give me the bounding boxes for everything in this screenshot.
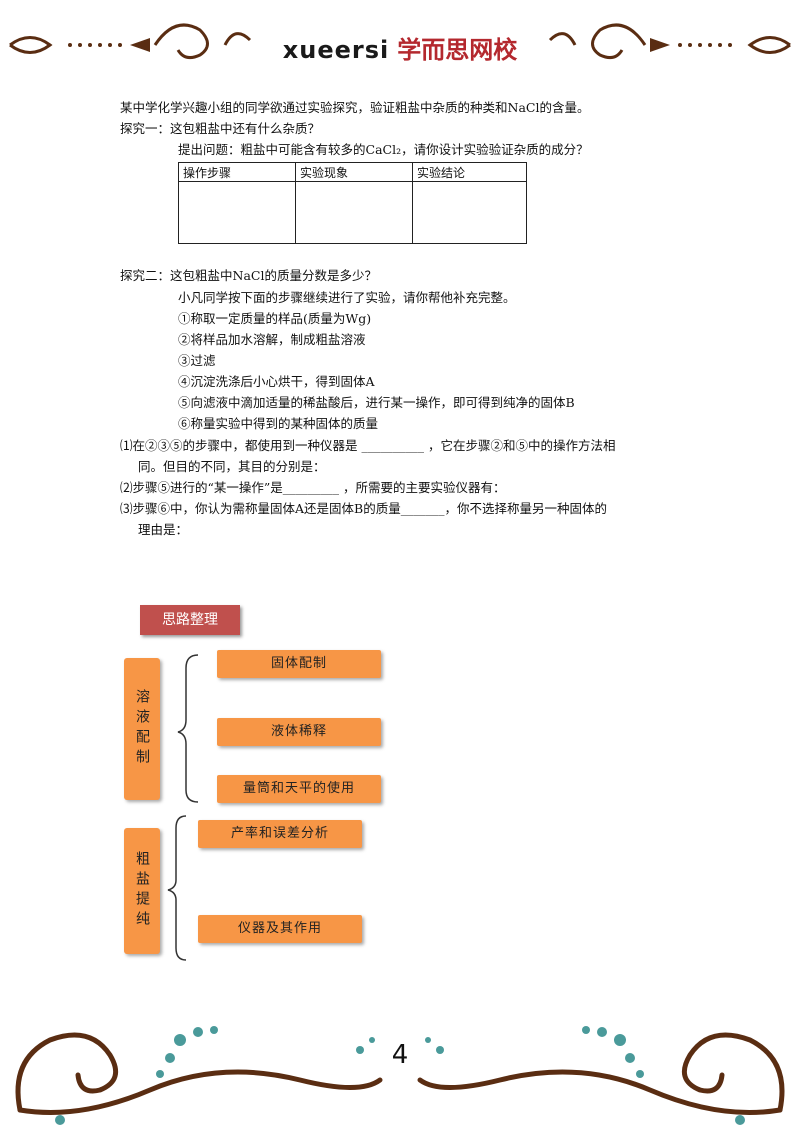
node-solid-prep: 固体配制 (217, 650, 381, 678)
step-item: ③过滤 (178, 353, 216, 368)
question-2: ⑵步骤⑤进行的“某一操作”是_________ ，所需要的主要实验仪器有： (120, 480, 506, 495)
table-header: 实验现象 (295, 162, 413, 182)
node-cylinder-balance: 量筒和天平的使用 (217, 775, 381, 803)
table-cell[interactable] (412, 181, 527, 244)
question-3-cont: 理由是： (138, 522, 189, 537)
question-1-cont: 同。但目的不同，其目的分别是： (138, 459, 326, 474)
node-yield-error: 产率和误差分析 (198, 820, 362, 848)
step-item: ②将样品加水溶解，制成粗盐溶液 (178, 332, 366, 347)
group-solution-prep: 溶液配制 (124, 658, 160, 800)
experiment-table: 操作步骤 实验现象 实验结论 (178, 162, 527, 244)
node-liquid-dilution: 液体稀释 (217, 718, 381, 746)
mindmap-title: 思路整理 (140, 605, 240, 635)
step-item: ⑥称量实验中得到的某种固体的质量 (178, 416, 379, 431)
probe2-intro: 小凡同学按下面的步骤继续进行了实验，请你帮他补充完整。 (178, 290, 516, 305)
question-1: ⑴在②③⑤的步骤中，都使用到一种仪器是 __________ ，它在步骤②和⑤中… (120, 438, 616, 453)
page-number: 4 (391, 1040, 409, 1070)
step-item: ⑤向滤液中滴加适量的稀盐酸后，进行某一操作，即可得到纯净的固体B (178, 395, 575, 410)
intro-text: 某中学化学兴趣小组的同学欲通过实验探究，验证粗盐中杂质的种类和NaCl的含量。 (120, 100, 590, 115)
table-cell[interactable] (178, 181, 296, 244)
brand-cn: 学而思网校 (397, 36, 518, 64)
probe1-title: 探究一：这包粗盐中还有什么杂质？ (120, 121, 321, 136)
step-item: ④沉淀洗涤后小心烘干，得到固体A (178, 374, 375, 389)
probe1-question: 提出问题：粗盐中可能含有较多的CaCl₂，请你设计实验验证杂质的成分？ (178, 142, 589, 157)
question-3: ⑶步骤⑥中，你认为需称量固体A还是固体B的质量_______，你不选择称量另一种… (120, 501, 607, 516)
group-salt-purification: 粗盐提纯 (124, 828, 160, 954)
node-instruments: 仪器及其作用 (198, 915, 362, 943)
brand-en: xueersi (282, 36, 390, 64)
step-item: ①称取一定质量的样品(质量为Wg) (178, 311, 372, 326)
table-cell[interactable] (295, 181, 413, 244)
header-ornament (9, 23, 791, 60)
table-header: 操作步骤 (178, 162, 296, 182)
probe2-title: 探究二：这包粗盐中NaCl的质量分数是多少？ (120, 268, 377, 283)
footer-ornament (15, 1026, 785, 1125)
table-header: 实验结论 (412, 162, 527, 182)
